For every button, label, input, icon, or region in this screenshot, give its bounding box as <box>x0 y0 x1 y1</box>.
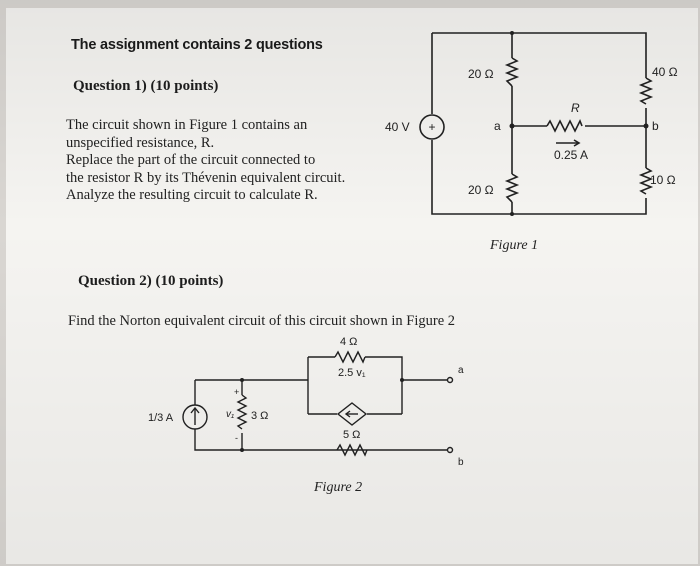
question1-title: Question 1) (10 points) <box>73 78 219 94</box>
node-a-label: a <box>458 365 464 376</box>
r-bottom-label: 5 Ω <box>343 429 360 441</box>
dep-source-label: 2.5 v₁ <box>338 367 366 379</box>
r-top-right-label: 40 Ω <box>652 65 678 79</box>
current-label: 0.25 A <box>554 148 588 162</box>
assignment-page <box>6 8 698 564</box>
figure2-caption: Figure 2 <box>314 480 363 495</box>
question1-line: Replace the part of the circuit connecte… <box>66 152 316 168</box>
question1-text: The circuit shown in Figure 1 contains a… <box>66 117 396 205</box>
question1-line: Analyze the resulting circuit to calcula… <box>66 187 318 203</box>
r-bottom-left-label: 20 Ω <box>468 183 494 197</box>
question1-line: unspecified resistance, R. <box>66 134 215 151</box>
resistor-3 <box>236 394 248 430</box>
question2-text: Find the Norton equivalent circuit of th… <box>68 313 456 329</box>
node-b-label: b <box>458 457 464 468</box>
question1-line: The circuit shown in Figure 1 contains a… <box>66 117 308 133</box>
r-middle-label: 3 Ω <box>251 410 268 422</box>
minus-sign: - <box>235 433 238 443</box>
v1-label: v₁ <box>226 409 234 420</box>
r-unknown-label: R <box>571 101 580 115</box>
node-a-label: a <box>494 119 501 133</box>
svg-text:+: + <box>428 120 435 134</box>
voltage-source-40v <box>419 114 445 140</box>
r-bottom-right-label: 10 Ω <box>650 173 676 187</box>
question1-line: the resistor R by its Thévenin equivalen… <box>66 169 346 186</box>
question2-title: Question 2) (10 points) <box>78 273 224 289</box>
resistor-4 <box>334 350 366 364</box>
figure2-circuit: 1/3 A 4 Ω 2.5 v₁ 3 Ω 5 Ω v₁ + - a b <box>148 336 464 468</box>
source-label: 40 V <box>385 120 410 134</box>
source-label: 1/3 A <box>148 412 174 424</box>
resistor-5 <box>336 443 368 457</box>
resistor-40 <box>638 77 654 105</box>
figure1-caption: Figure 1 <box>490 238 539 253</box>
current-source-1-3a <box>182 404 208 430</box>
r-top-left-label: 20 Ω <box>468 67 494 81</box>
assignment-heading: The assignment contains 2 questions <box>71 37 323 53</box>
r-top-label: 4 Ω <box>340 336 357 348</box>
node-b-label: b <box>652 119 659 133</box>
figure1-circuit: + 40 V 20 Ω 20 Ω 40 Ω 10 Ω R 0.25 A a b <box>385 31 678 216</box>
resistor-20-bottom <box>504 173 520 203</box>
dependent-current-source <box>336 402 368 426</box>
resistor-r <box>546 119 583 133</box>
plus-sign: + <box>234 387 239 397</box>
resistor-10 <box>638 167 654 195</box>
resistor-20-top <box>504 57 520 87</box>
